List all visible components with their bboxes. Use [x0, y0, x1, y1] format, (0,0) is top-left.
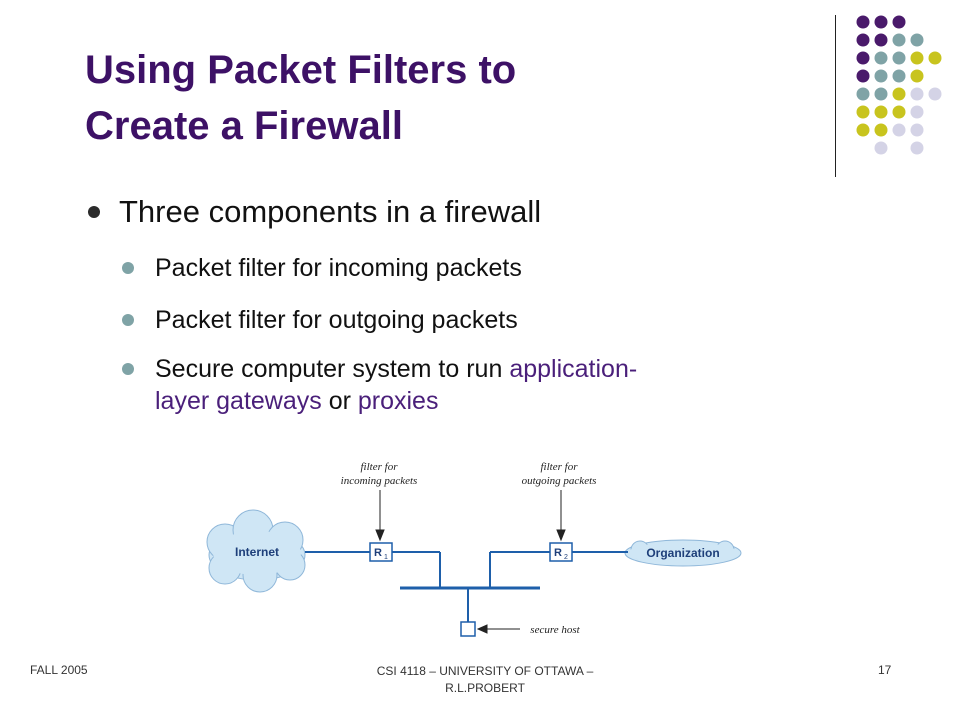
- sub-bullet-3-text: Secure computer system to run: [155, 355, 510, 383]
- sub-bullet-dot: [122, 262, 134, 274]
- highlight-layer-gateways: layer gateways: [155, 387, 322, 415]
- bullet-dot: [88, 206, 100, 218]
- filter-out-label-2: outgoing packets: [522, 475, 597, 487]
- sub-bullet-dot: [122, 363, 134, 375]
- secure-host-box: [460, 621, 476, 637]
- decorative-dot-grid: [856, 15, 942, 155]
- highlight-application: application-: [509, 355, 638, 383]
- title-line-1: Using Packet Filters to: [85, 48, 517, 92]
- sub-bullet-3-or: or: [321, 387, 358, 415]
- sub-bullet-3: Secure computer system to run applicatio…: [155, 353, 637, 417]
- slide-title: Using Packet Filters to Create a Firewal…: [85, 42, 785, 154]
- sub-bullet-1: Packet filter for incoming packets: [155, 254, 522, 282]
- arrows: [375, 490, 566, 634]
- footer-course-line-1: CSI 4118 – UNIVERSITY OF OTTAWA –: [376, 664, 594, 678]
- filter-in-label-2: incoming packets: [341, 475, 418, 487]
- sub-bullet-dot: [122, 314, 134, 326]
- footer-course: CSI 4118 – UNIVERSITY OF OTTAWA – R.L.PR…: [300, 663, 670, 697]
- title-line-2: Create a Firewall: [85, 104, 403, 148]
- organization-label: Organization: [646, 546, 719, 560]
- router-r2-label: R: [554, 547, 562, 559]
- organization-cloud: [624, 539, 742, 567]
- secure-host-label: secure host: [530, 624, 580, 636]
- router-r2-sub: 2: [564, 554, 568, 561]
- highlight-proxies: proxies: [357, 387, 439, 415]
- router-r2: [549, 542, 573, 562]
- firewall-diagram: Internet Organization R 1 R 2 filter for…: [206, 461, 742, 637]
- network-links: [305, 551, 628, 622]
- router-r1-label: R: [374, 547, 382, 559]
- internet-cloud: [206, 509, 306, 593]
- router-r1: [369, 542, 393, 562]
- filter-in-label-1: filter for: [361, 461, 399, 473]
- internet-label: Internet: [235, 545, 279, 559]
- footer-date: FALL 2005: [30, 663, 88, 677]
- sub-bullet-2: Packet filter for outgoing packets: [155, 306, 518, 334]
- filter-out-label-1: filter for: [541, 461, 579, 473]
- footer-course-line-2: R.L.PROBERT: [445, 681, 525, 695]
- title-divider: [835, 15, 836, 177]
- bullet-main: Three components in a firewall: [119, 194, 542, 229]
- footer-page-number: 17: [878, 663, 892, 677]
- router-r1-sub: 1: [384, 554, 388, 561]
